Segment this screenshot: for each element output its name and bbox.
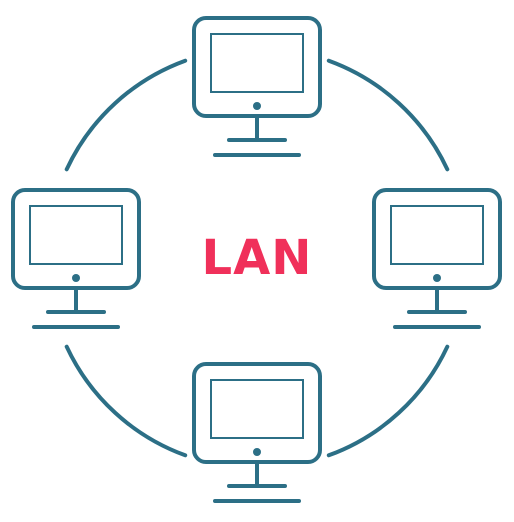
- network-link-right-bottom: [326, 344, 450, 458]
- monitor-bezel: [192, 362, 322, 464]
- monitor-icon: [372, 188, 502, 329]
- monitor-screen: [390, 205, 484, 265]
- network-label: LAN: [201, 230, 313, 286]
- network-links: [64, 58, 450, 458]
- monitor-power-dot: [253, 102, 261, 110]
- network-nodes: [11, 16, 502, 503]
- monitor-power-dot: [72, 274, 80, 282]
- network-link-top-right: [326, 58, 450, 172]
- monitor-power-dot: [433, 274, 441, 282]
- monitor-icon: [11, 188, 141, 329]
- monitor-screen: [210, 33, 304, 93]
- network-link-bottom-left: [64, 344, 188, 458]
- monitor-bezel: [192, 16, 322, 118]
- monitor-power-dot: [253, 448, 261, 456]
- network-link-left-top: [64, 58, 188, 172]
- monitor-icon: [192, 16, 322, 157]
- monitor-screen: [29, 205, 123, 265]
- monitor-icon: [192, 362, 322, 503]
- monitor-screen: [210, 379, 304, 439]
